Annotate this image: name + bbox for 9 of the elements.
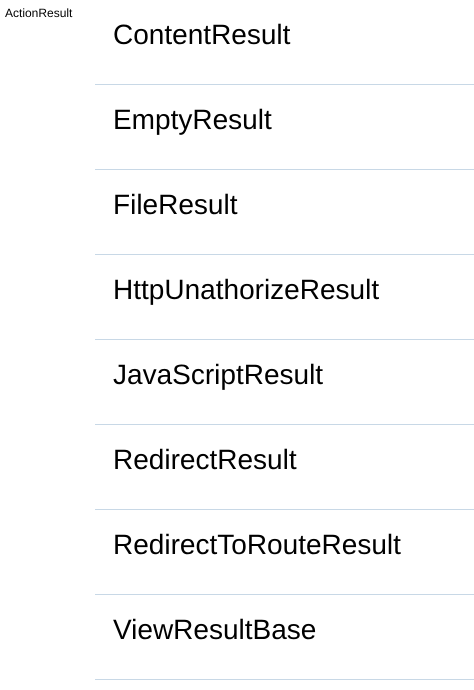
class-name: FileResult — [113, 189, 238, 220]
class-name: ViewResultBase — [113, 614, 316, 645]
list-heading: ActionResult — [5, 6, 72, 20]
class-name: HttpUnathorizeResult — [113, 274, 380, 305]
class-name: RedirectToRouteResult — [113, 529, 401, 560]
class-name: RedirectResult — [113, 444, 297, 475]
class-name: EmptyResult — [113, 104, 272, 135]
class-name: ContentResult — [113, 19, 290, 50]
class-name: JavaScriptResult — [113, 359, 324, 390]
